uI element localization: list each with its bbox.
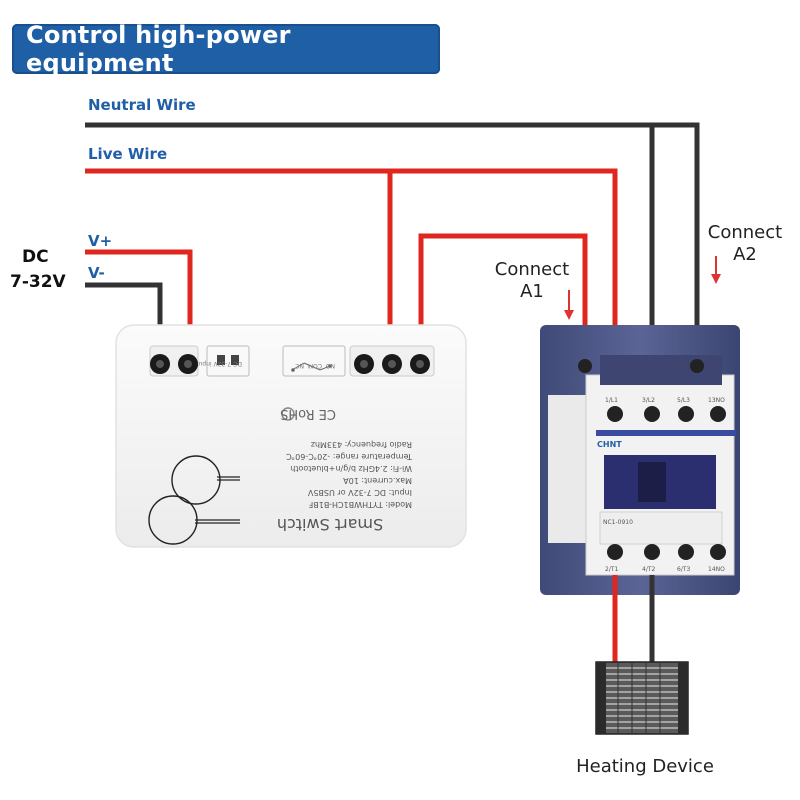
switch-current-text: Max.current: 10A <box>343 476 412 485</box>
switch-cert-text: CE RoHS <box>280 406 336 421</box>
switch-name-text: Smart Switch <box>277 515 383 534</box>
page-title: Control high-power equipment <box>26 21 291 77</box>
terminal-l3-label: 5/L3 <box>677 397 690 404</box>
contactor-terminals <box>578 359 726 560</box>
switch-wifi-text: Wi-Fi: 2.4GHz b/g/n+bluetooth <box>290 464 412 473</box>
switch-model-text: Model: TYTHWB1CH-B1BF <box>308 500 412 509</box>
relay-label-no: NO <box>326 362 335 369</box>
connect-a2-label: Connect A2 <box>707 222 783 265</box>
neutral-wire-label: Neutral Wire <box>88 96 196 114</box>
terminal-t1-label: 2/T1 <box>605 566 619 573</box>
relay-label-nc: NC <box>295 362 304 369</box>
terminal-t3-label: 6/T3 <box>677 566 691 573</box>
contactor-model: NC1-0910 <box>603 519 633 526</box>
relay-label-com: COM <box>308 362 322 369</box>
live-wire-label: Live Wire <box>88 145 168 163</box>
neutral-wire <box>85 122 700 362</box>
heater-icon <box>595 661 689 735</box>
title-banner: Control high-power equipment <box>12 21 440 77</box>
circle-icon <box>148 455 240 545</box>
vminus-label: V- <box>88 264 105 282</box>
terminal-14no-label: 14NO <box>708 566 725 573</box>
contactor-brand: CHNT <box>597 440 622 449</box>
terminal-l1-label: 1/L1 <box>605 397 618 404</box>
recycle-icon <box>281 407 295 421</box>
smart-switch-module: Smart Switch Model: TYTHWB1CH-B1BF Input… <box>115 324 467 548</box>
connect-a1-label: Connect A1 <box>494 259 570 302</box>
terminal-t2-label: 4/T2 <box>642 566 656 573</box>
heating-device-label: Heating Device <box>576 756 714 777</box>
dc-label: DC <box>22 247 49 267</box>
switch-temp-text: Temperature range: -20℃-60℃ <box>286 452 413 461</box>
dc-voltage-label: 7-32V <box>10 272 66 292</box>
vplus-label: V+ <box>88 232 113 250</box>
module-terminals <box>150 354 430 374</box>
relay-to-a1-wire <box>418 233 588 362</box>
arrow-down-a1-icon <box>564 290 574 320</box>
switch-input-text: Input: DC 7-32V or USB5V <box>307 488 412 497</box>
switch-radio-text: Radio frequency: 433Mhz <box>311 440 412 449</box>
terminal-l2-label: 3/L2 <box>642 397 655 404</box>
terminal-13no-label: 13NO <box>708 397 725 404</box>
arrow-down-a2-icon <box>711 256 721 284</box>
switch-input-label: DC 7-32V input <box>196 360 242 367</box>
contactor: CHNT NC1-0910 1/L1 3/L2 5/L3 13NO 2/T1 4… <box>540 325 740 595</box>
